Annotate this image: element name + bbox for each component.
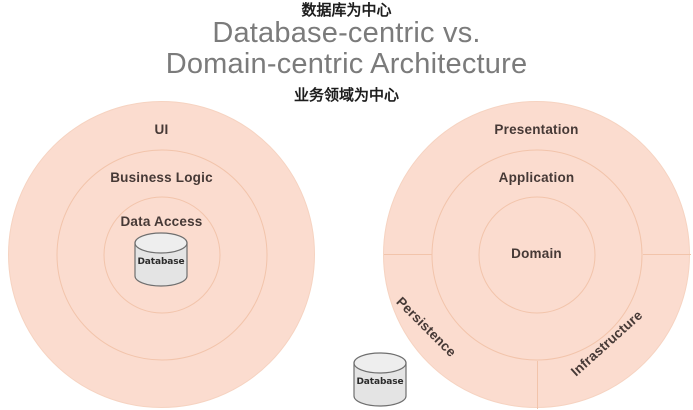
cylinder-top-ellipse [353, 352, 407, 374]
left-ring-data-access-boundary [103, 196, 220, 313]
left-ring-label-data-access: Data Access [120, 214, 203, 229]
external-database-cylinder: Database [350, 352, 410, 407]
cylinder-body [134, 242, 188, 287]
divider-right-radial [643, 254, 691, 255]
title-line-1: Database-centric vs. [212, 17, 481, 49]
divider-left-radial [384, 254, 432, 255]
right-ring-domain-boundary [478, 196, 595, 313]
right-architecture-circle: Presentation Application Domain Persiste… [383, 101, 691, 409]
annotation-domain-centric: 业务领域为中心 [293, 86, 399, 104]
left-database-label: Database [137, 257, 185, 267]
cylinder-body [353, 362, 407, 407]
left-ring-business-logic-boundary [56, 149, 267, 360]
title-line-2: Domain-centric Architecture [165, 48, 528, 80]
right-ring-label-domain: Domain [511, 246, 562, 261]
left-ring-label-ui: UI [154, 122, 169, 137]
external-database-label: Database [356, 377, 404, 387]
cylinder-top-ellipse [134, 232, 188, 254]
right-ring-label-presentation: Presentation [494, 122, 579, 137]
divider-bottom-radial [537, 361, 538, 409]
left-database-cylinder: Database [131, 232, 191, 287]
right-ring-label-application: Application [498, 170, 575, 185]
left-architecture-circle: UI Business Logic Data Access Database [8, 101, 315, 408]
page-title: Database-centric vs. Domain-centric Arch… [0, 18, 693, 80]
annotation-database-centric: 数据库为中心 [301, 1, 392, 19]
left-ring-label-business-logic: Business Logic [110, 170, 213, 185]
